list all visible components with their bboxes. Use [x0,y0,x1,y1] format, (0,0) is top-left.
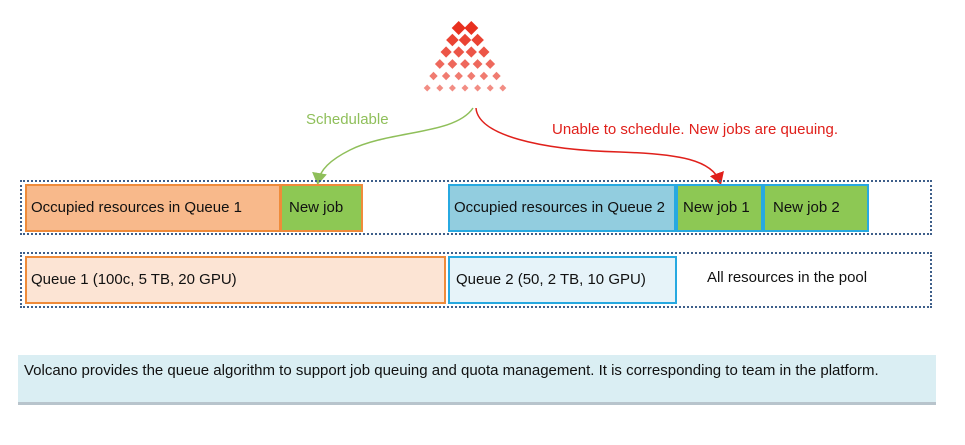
schedulable-label: Schedulable [306,111,389,128]
logo-diamond [479,71,489,81]
logo-diamond [423,84,431,92]
logo-diamond [453,46,465,58]
logo-diamond [471,33,484,47]
logo-diamond [485,59,496,69]
queue2-quota: Queue 2 (50, 2 TB, 10 GPU) [448,256,677,304]
queue2-new-job-1: New job 1 [676,184,763,232]
queue1-occupied-resources: Occupied resources in Queue 1 [25,184,281,232]
logo-diamond [460,59,470,69]
logo-diamond [446,33,459,47]
queue1-new-job: New job [280,184,363,232]
logo-diamond [451,21,466,35]
logo-diamond [454,71,463,81]
unable-to-schedule-arrow [475,107,724,185]
volcano-logo-icon [423,21,507,92]
logo-diamond [429,71,438,81]
unable-to-schedule-label: Unable to schedule. New jobs are queuing… [552,121,839,138]
queue2-occupied-resources: Occupied resources in Queue 2 [448,184,676,232]
logo-diamond [465,46,477,58]
logo-diamond [441,71,451,81]
logo-diamond [472,59,483,69]
logo-diamond [458,33,472,47]
description-caption: Volcano provides the queue algorithm to … [18,355,936,405]
logo-diamond [478,46,490,58]
resource-pool-row [20,252,932,308]
logo-diamond [461,84,469,92]
occupied-resources-row [20,180,932,235]
logo-diamond [486,84,494,92]
logo-diamond [499,84,507,92]
queue1-quota: Queue 1 (100c, 5 TB, 20 GPU) [25,256,446,304]
logo-diamond [467,71,476,81]
logo-diamond [436,84,444,92]
logo-diamond [448,84,456,92]
logo-diamond [464,21,479,35]
queue2-new-job-2: New job 2 [763,184,869,232]
logo-diamond [434,59,445,69]
logo-diamond [492,71,501,81]
logo-diamond [447,59,458,69]
logo-diamond [440,46,452,58]
logo-diamond [474,84,482,92]
pool-resources-label: All resources in the pool [707,269,868,286]
